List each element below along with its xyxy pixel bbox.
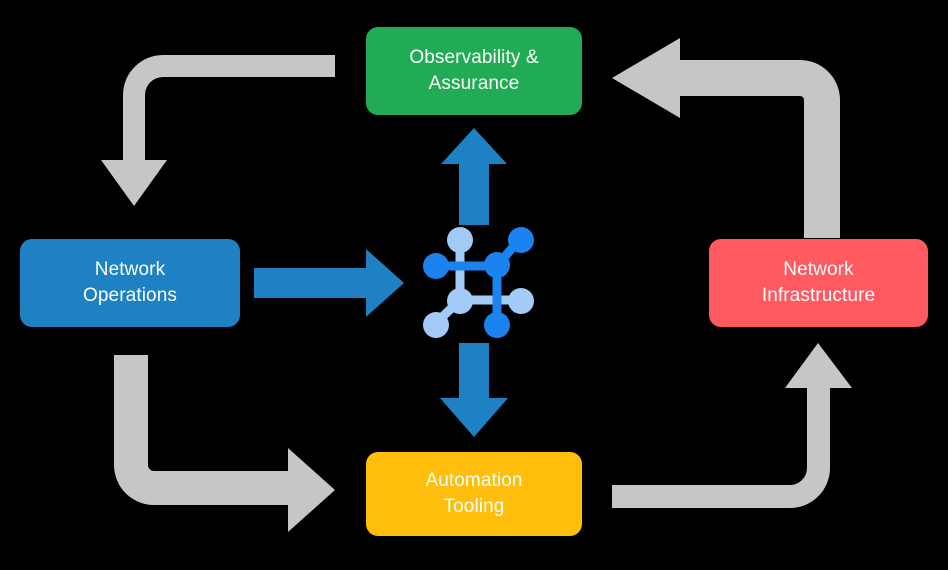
arrow-center-to-observability — [441, 128, 507, 225]
node-infrastructure-label-line1: Network — [783, 259, 854, 281]
node-operations-label-line1: Network — [94, 259, 166, 281]
node-automation-label-line2: Tooling — [443, 496, 505, 517]
arrow-automation-to-infrastructure — [612, 343, 852, 508]
node-infrastructure-label-line2: Infrastructure — [761, 285, 876, 306]
node-observability-label-line2: Assurance — [428, 73, 520, 94]
network-icon-nodes-light — [423, 227, 534, 338]
node-observability-label-line1: Observability & — [409, 47, 539, 69]
arrow-operations-to-automation — [114, 355, 335, 532]
arrow-center-to-automation — [440, 343, 508, 437]
network-icon-edges-light — [432, 238, 524, 327]
node-network-infrastructure[interactable]: Network Infrastructure — [709, 239, 928, 327]
node-automation-label-line1: Automation — [425, 470, 523, 492]
node-operations-label: Network Operations — [83, 257, 177, 308]
arrow-observability-to-operations — [101, 55, 335, 206]
node-operations-label-line2: Operations — [83, 285, 177, 306]
node-network-operations[interactable]: Network Operations — [20, 239, 240, 327]
node-automation-tooling[interactable]: Automation Tooling — [366, 452, 582, 536]
node-observability-label: Observability & Assurance — [409, 45, 538, 96]
network-icon-edges-dark — [432, 235, 524, 327]
arrow-infrastructure-to-observability — [612, 38, 840, 238]
node-automation-label: Automation Tooling — [425, 468, 522, 519]
node-observability-assurance[interactable]: Observability & Assurance — [366, 27, 582, 115]
network-icon-nodes-dark — [423, 227, 534, 338]
node-infrastructure-label: Network Infrastructure — [762, 257, 875, 308]
arrow-operations-to-center — [254, 249, 404, 317]
